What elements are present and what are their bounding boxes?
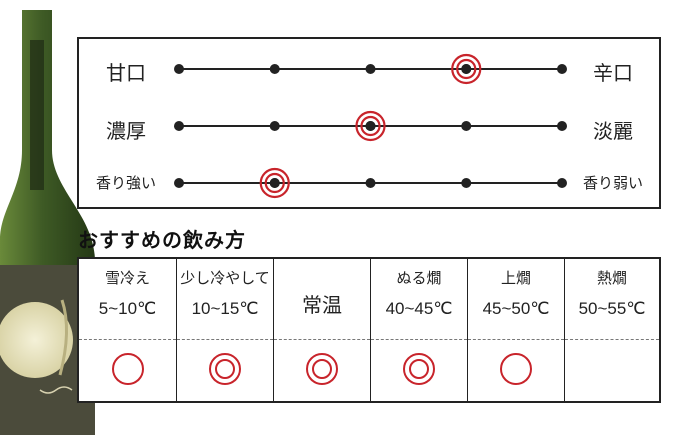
column-name: 常温 [302, 295, 342, 317]
mark-icon [306, 353, 338, 385]
scale-dot [557, 178, 567, 188]
mark-icon [209, 353, 241, 385]
dashed-divider [468, 339, 564, 340]
column-name: 雪冷え [104, 270, 150, 287]
column-temp: 10~15℃ [191, 299, 259, 318]
scale-dot [365, 178, 376, 188]
scale-dot [269, 121, 280, 131]
scale-dot [174, 178, 184, 188]
column-temp: 50~55℃ [578, 299, 646, 318]
dashed-divider [565, 339, 659, 340]
dashed-divider [79, 339, 176, 340]
scale-dot [557, 121, 567, 131]
column-nurukan: ぬる燗 40~45℃ [370, 259, 467, 401]
dashed-divider [371, 339, 467, 340]
scale-marker [259, 167, 290, 199]
column-temp: 5~10℃ [98, 299, 157, 318]
sweet-label: 甘口 [106, 61, 146, 85]
scale-dot [365, 64, 376, 74]
column-atsukan: 熱燗 50~55℃ [564, 259, 659, 401]
mark-icon [403, 353, 435, 385]
scale-dot [557, 64, 567, 74]
dry-label: 辛口 [593, 61, 633, 85]
column-temp: 45~50℃ [482, 299, 550, 318]
strong-aroma-label: 香り強い [95, 174, 156, 192]
scale-marker [355, 110, 386, 142]
column-temp: 40~45℃ [385, 299, 453, 318]
rich-label: 濃厚 [106, 119, 146, 143]
dashed-divider [177, 339, 273, 340]
mark-icon [111, 353, 144, 385]
taste-scales-graphic [174, 53, 567, 199]
scale-marker [451, 53, 482, 85]
mark-icon [594, 351, 630, 387]
weak-aroma-label: 香り弱い [582, 174, 643, 192]
scale-dot [174, 64, 184, 74]
column-yukibie: 雪冷え 5~10℃ [79, 259, 176, 401]
column-jouon: 常温 [273, 259, 370, 401]
dashed-divider [274, 339, 370, 340]
taste-profile-panel: 甘口 辛口 濃厚 淡麗 香り強い 香り弱い [77, 37, 661, 209]
column-name: 上燗 [500, 270, 531, 287]
scale-dot [174, 121, 184, 131]
scale-dot [461, 178, 472, 188]
column-name: ぬる燗 [396, 270, 442, 287]
serving-heading: おすすめの飲み方 [78, 228, 246, 252]
column-name: 熱燗 [596, 270, 627, 287]
scale-dot [269, 64, 280, 74]
serving-temperature-table: 雪冷え 5~10℃ 少し冷やして 10~15℃ 常温 ぬる燗 40~45℃ 上燗… [77, 257, 661, 403]
scale-dot [461, 121, 472, 131]
light-label: 淡麗 [593, 119, 633, 143]
column-name: 少し冷やして [180, 270, 270, 287]
column-sukoshi-hiyashite: 少し冷やして 10~15℃ [176, 259, 273, 401]
mark-icon [500, 353, 532, 385]
column-joukan: 上燗 45~50℃ [467, 259, 564, 401]
